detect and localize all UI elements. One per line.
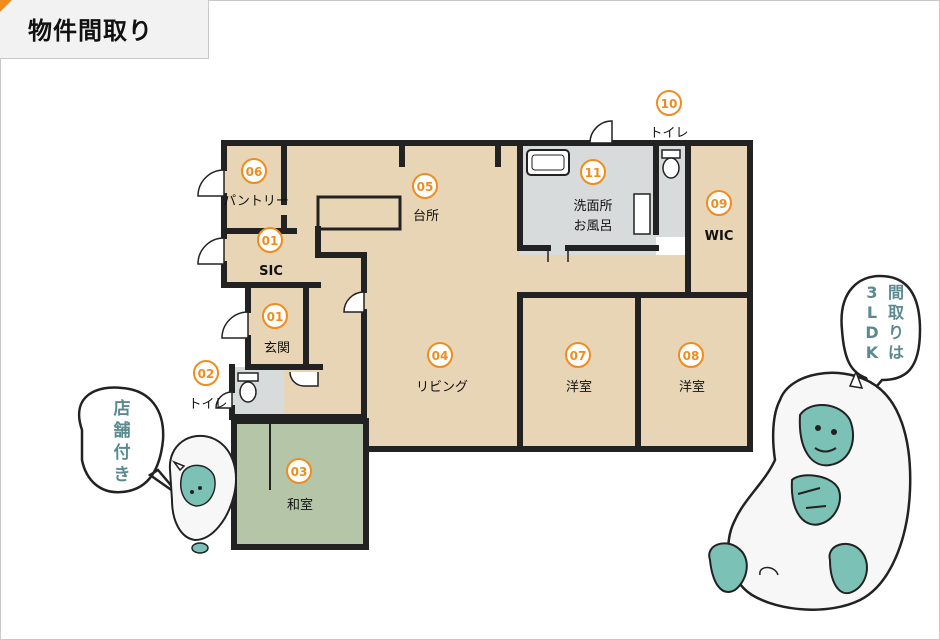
yeti-mascot-icon — [168, 434, 237, 554]
room-number: 02 — [198, 367, 215, 381]
room-label-washitsu: 和室 — [287, 497, 313, 513]
room-labels: SIC 玄関 トイレ 和室 リビング 台所 パントリー 洋室 洋室 WIC トイ… — [188, 126, 733, 513]
title-box: 物件間取り — [0, 0, 209, 59]
room-badge-01-sic: 01 — [257, 227, 283, 253]
floor-room07 — [520, 295, 638, 449]
room-number: 01 — [267, 310, 284, 324]
room-badge-01-genkan: 01 — [262, 303, 288, 329]
bubble-right-char: は — [888, 343, 904, 362]
room-badge-05: 05 — [412, 173, 438, 199]
bubble-right-char: K — [866, 343, 879, 362]
bubble-right-char: 3 — [866, 283, 877, 302]
kitchen-counter — [316, 195, 402, 231]
room-label-pantry: パントリー — [223, 194, 289, 209]
room-label-toilet02: トイレ — [188, 397, 227, 412]
bubble-left-char: 舗 — [113, 420, 131, 441]
room-number: 09 — [711, 197, 728, 211]
sink-counter — [633, 193, 651, 235]
floor-fills — [224, 143, 750, 547]
bubble-left-char: 店 — [114, 398, 131, 419]
bubble-right-char: り — [888, 323, 904, 342]
room-number: 04 — [432, 349, 449, 363]
speech-bubble-left: 店 舗 付 き — [77, 386, 181, 498]
room-label-genkan: 玄関 — [264, 341, 290, 356]
bathtub-icon — [526, 149, 570, 176]
room-number: 03 — [291, 465, 308, 479]
room-badge-08: 08 — [678, 342, 704, 368]
room-number: 11 — [585, 166, 602, 180]
room-badges: 01 01 02 03 04 05 06 07 08 09 10 11 — [193, 90, 732, 484]
toilet-icon — [237, 372, 259, 403]
room-number: 08 — [683, 349, 700, 363]
room-number: 07 — [570, 349, 587, 363]
bubble-right-char: 間 — [888, 283, 904, 302]
room-badge-07: 07 — [565, 342, 591, 368]
room-label-kitchen: 台所 — [413, 209, 439, 224]
page-title: 物件間取り — [28, 17, 153, 45]
room-label-sic: SIC — [259, 264, 283, 279]
bubble-right-char: D — [865, 323, 878, 342]
room-badge-04: 04 — [427, 342, 453, 368]
room-label-room07: 洋室 — [566, 379, 592, 395]
walls — [221, 140, 753, 550]
room-badge-10: 10 — [656, 90, 682, 116]
yeti-mascot-icon — [708, 369, 912, 611]
bubble-left-char: き — [114, 465, 131, 485]
room-number: 01 — [262, 234, 279, 248]
room-number: 10 — [661, 97, 678, 111]
floor-wic — [688, 143, 750, 293]
bubble-right-char: 取 — [888, 303, 904, 322]
room-badge-06: 06 — [241, 158, 267, 184]
room-label-washroom: 洗面所 — [573, 199, 612, 214]
room-badge-11: 11 — [580, 159, 606, 185]
room-number: 05 — [417, 180, 434, 194]
floor-pantry — [224, 143, 284, 231]
room-label-bath: お風呂 — [573, 219, 612, 234]
room-badge-09: 09 — [706, 190, 732, 216]
room-number: 06 — [246, 165, 263, 179]
room-label-living: リビング — [416, 380, 468, 395]
door-swing-icon — [197, 120, 613, 409]
toilet-icon — [661, 149, 681, 179]
room-label-wic: WIC — [705, 229, 734, 244]
room-label-room08: 洋室 — [679, 379, 705, 395]
floor-tatami — [234, 421, 366, 547]
speech-bubble-right: 間 取 り は 3 L D K — [840, 274, 922, 395]
floor-upper-right — [520, 255, 688, 295]
room-badge-02: 02 — [193, 360, 219, 386]
room-badge-03: 03 — [286, 458, 312, 484]
bubble-right-char: L — [867, 303, 877, 322]
title-corner-accent — [0, 0, 12, 12]
bubble-left-char: 付 — [114, 442, 131, 463]
floor-room08 — [638, 295, 750, 449]
room-label-toilet10: トイレ — [649, 126, 688, 141]
